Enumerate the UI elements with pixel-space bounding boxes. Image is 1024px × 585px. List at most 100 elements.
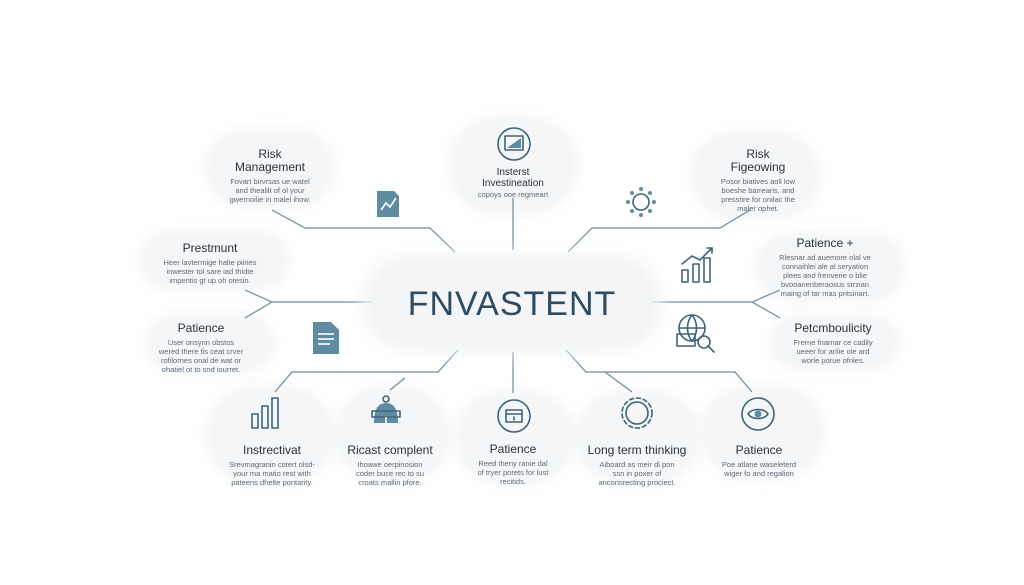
node-instrectivat: Instrectivat Srevmagranin cotert olsd- y…	[212, 444, 332, 488]
desc-line: presstire for onilac the	[721, 195, 795, 204]
bg-blob	[145, 313, 275, 373]
bg-blob	[335, 385, 450, 485]
bg-blob	[140, 230, 290, 290]
desc-line: and thealilt of ol your	[235, 186, 305, 195]
desc-line: Reed theny ranie dal	[478, 459, 548, 468]
desc-line: ueeer for arilie ole ard	[796, 347, 870, 356]
desc-line: ssn in poxer of	[612, 469, 662, 478]
desc-line: gwernoilie in malel ihow.	[229, 195, 311, 204]
desc-line: of tryer porets for lust	[477, 468, 549, 477]
node-desc: User onsynn obstos wered there fis ceat …	[142, 338, 260, 374]
desc-line: coder buce rec to su	[356, 469, 424, 478]
gear-outline-icon	[618, 394, 656, 432]
node-title: Ricast complent	[347, 443, 433, 457]
desc-line: your ma matio rest with	[233, 469, 311, 478]
desc-line: Poe atlane waseleterd	[721, 460, 797, 469]
presentation-icon	[496, 126, 532, 162]
node-title: Risk	[258, 147, 282, 161]
node-desc: Fovart birvrsas ue watel and thealilt of…	[210, 177, 330, 204]
desc-line: boeshe barrearis, and	[721, 186, 795, 195]
desc-line: anconsrecting prociect.	[598, 478, 676, 487]
desc-line: impentis gt up oh otesin.	[169, 276, 251, 285]
node-patience-mid: Patience Reed theny ranie dal of tryer p…	[458, 442, 568, 487]
desc-line: copoys ooe regmeart	[477, 190, 549, 199]
desc-line: croats mallin pfore.	[358, 478, 422, 487]
desc-line: Rlesnar ad auemore olal ve	[779, 253, 871, 262]
desc-line: bvooanenberaosus strzian	[781, 280, 869, 289]
node-title: Patience	[489, 442, 537, 456]
helmet-icon	[370, 393, 402, 429]
center-node	[372, 264, 652, 342]
desc-line: recitids.	[500, 477, 526, 486]
node-desc: Srevmagranin cotert olsd- your ma matio …	[212, 460, 332, 487]
desc-line: Frerne fnarnar ce cadily	[793, 338, 873, 347]
node-title: Petcmboulicity	[794, 321, 872, 335]
desc-line: pateens dhelte pontarity.	[231, 478, 313, 487]
desc-line: Ihoawe oerpinosion	[357, 460, 423, 469]
connector-ricast	[389, 377, 406, 391]
desc-line: maing of tar mas pritsinart.	[780, 289, 870, 298]
document-icon	[310, 320, 342, 356]
bg-blob	[455, 390, 575, 485]
node-long-term: Long term thinking Aiboard as meir di po…	[578, 443, 696, 488]
desc-line: ohatiel ot to snd iourret.	[161, 365, 241, 374]
bg-blob	[770, 315, 900, 370]
node-title: Patience +	[796, 236, 854, 250]
desc-line: User onsynn obstos	[167, 338, 235, 347]
desc-line: Srevmagranin cotert olsd-	[229, 460, 315, 469]
node-title: Risk	[746, 147, 770, 161]
node-title: Figeowing	[730, 160, 786, 174]
node-desc: Heer lavtermige halte piiries inwester t…	[148, 258, 272, 285]
desc-line: Posor biatives aoll low	[720, 177, 796, 186]
bg-blob	[700, 385, 825, 480]
node-petembolicity: Petcmboulicity Frerne fnarnar ce cadily …	[776, 321, 890, 366]
connector-risk-figeowing	[567, 209, 751, 253]
desc-line: worle porue ofnles.	[801, 356, 865, 365]
node-desc: Aiboard as meir di pon ssn in poxer of a…	[578, 460, 696, 487]
desc-line: rofilornes onal de wat or	[160, 356, 242, 365]
node-desc: Poe atlane waseleterd wiger fo and regal…	[702, 460, 816, 478]
desc-line: connaihlei ale al seryation	[781, 262, 869, 271]
node-desc: Posor biatives aoll low boeshe barrearis…	[700, 177, 816, 213]
node-insterst: Insterst Investineation copoys ooe regme…	[455, 167, 571, 199]
desc-line: wered there fis ceat crver	[158, 347, 244, 356]
node-patience-plus: Patience + Rlesnar ad auemore olal ve co…	[764, 236, 886, 299]
node-title: Insterst	[496, 167, 530, 178]
node-desc: Rlesnar ad auemore olal ve connaihlei al…	[764, 253, 886, 298]
chart-document-icon	[372, 188, 404, 220]
gear-icon	[624, 185, 658, 219]
connector-patience-plus	[652, 289, 781, 303]
node-title: Investineation	[482, 178, 544, 189]
globe-magnifier-icon	[674, 312, 716, 354]
desc-line: wiger fo and regalion	[724, 469, 794, 478]
connector-patience-right	[605, 371, 753, 393]
desc-line: Heer lavtermige halte piiries	[163, 258, 257, 267]
desc-line: Fovart birvrsas ue watel	[230, 177, 310, 186]
node-title: Long term thinking	[587, 443, 687, 457]
connector-instrectivat	[274, 349, 459, 393]
connector-long-term	[565, 349, 633, 393]
desc-line: plees and frenverie o blie	[783, 271, 867, 280]
connector-petembolicity	[751, 301, 781, 319]
connector-prestmunt-branch	[244, 301, 273, 319]
node-desc: copoys ooe regmeart	[455, 190, 571, 199]
connector-risk-management	[271, 209, 456, 253]
bg-blob	[575, 390, 700, 485]
node-risk-figeowing: Risk Figeowing Posor biatives aoll low b…	[700, 147, 816, 214]
connector-prestmunt	[244, 289, 372, 303]
desc-line: maler ophet.	[737, 204, 779, 213]
desc-line: inwester tol sare iad thidte	[166, 267, 254, 276]
wallet-icon	[496, 398, 532, 434]
center-title: FNVASTENT	[407, 285, 617, 323]
bg-blob	[205, 128, 335, 208]
growth-chart-icon	[678, 244, 718, 284]
node-prestmunt: Prestmunt Heer lavtermige halte piiries …	[148, 241, 272, 286]
node-title: Patience	[177, 321, 225, 335]
node-title: Prestmunt	[182, 241, 238, 255]
bar-chart-icon	[250, 394, 282, 430]
eye-icon	[740, 396, 776, 432]
node-patience-right: Patience Poe atlane waseleterd wiger fo …	[702, 444, 816, 479]
node-desc: Frerne fnarnar ce cadily ueeer for arili…	[776, 338, 890, 365]
